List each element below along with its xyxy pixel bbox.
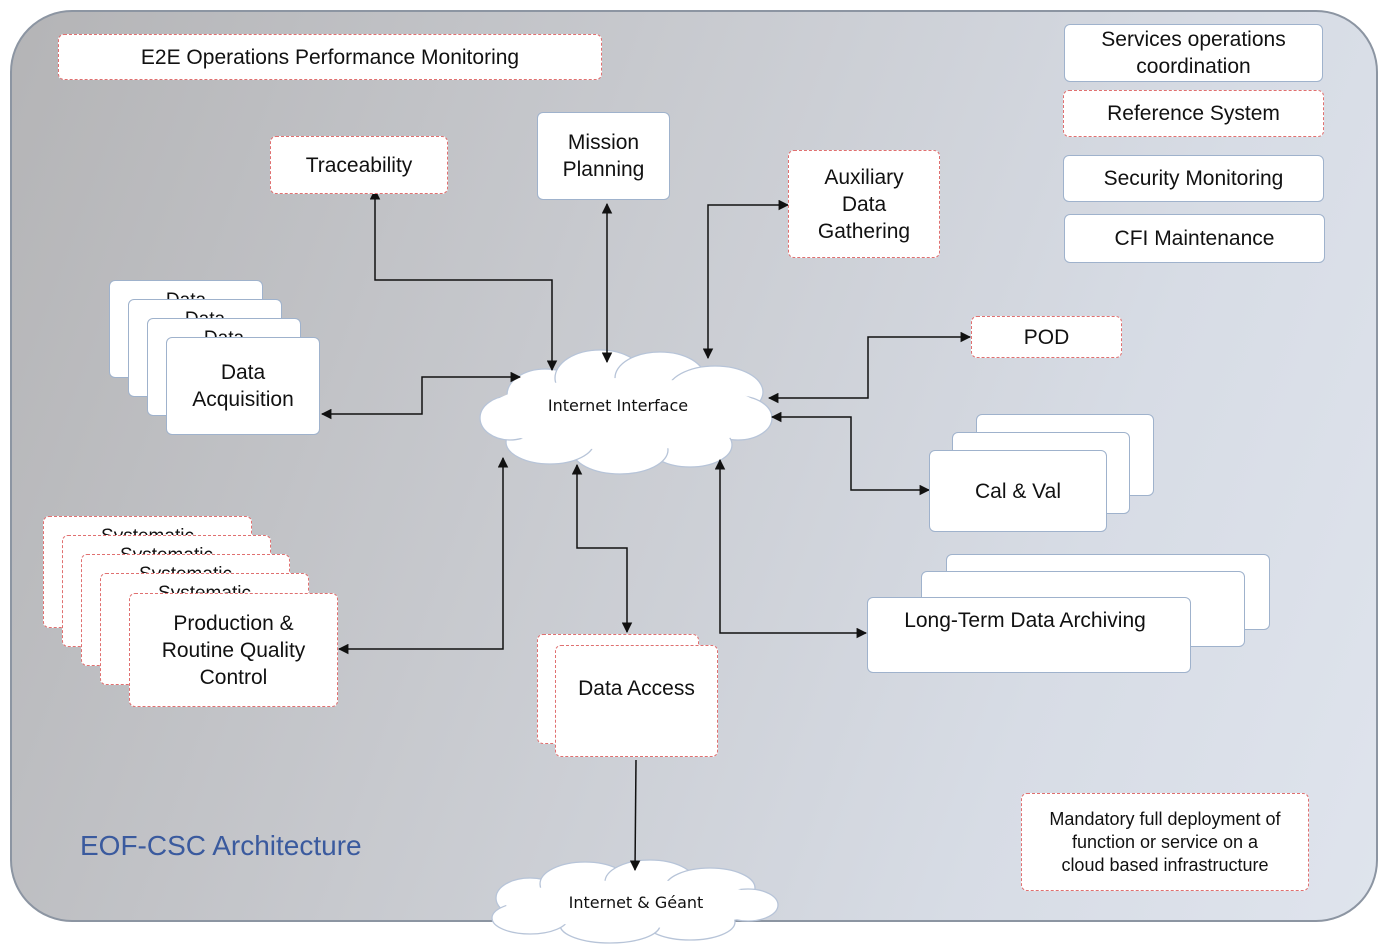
data-access-label: Data Access — [578, 677, 695, 700]
cal-val-box: Cal & Val — [929, 450, 1107, 532]
mission-planning-box: Mission Planning — [537, 112, 670, 200]
security-monitoring-box: Security Monitoring — [1063, 155, 1324, 202]
link-pod — [767, 331, 972, 404]
long-term-archiving-label: Long-Term Data Archiving — [904, 609, 1146, 632]
reference-system-box: Reference System — [1063, 90, 1324, 137]
link-cal-val — [770, 411, 931, 496]
data-acquisition-box: Data Acquisition — [166, 337, 320, 435]
cfi-maintenance-box: CFI Maintenance — [1064, 214, 1325, 263]
internet-interface-label: Internet Interface — [547, 396, 689, 415]
internet-geant-label: Internet & Géant — [568, 893, 704, 912]
link-data-acquisition — [320, 371, 522, 420]
e2e-monitoring-box: E2E Operations Performance Monitoring — [58, 34, 602, 80]
production-box: Production & Routine Quality Control — [129, 593, 338, 707]
link-long-term — [714, 458, 868, 639]
pod-box: POD — [971, 316, 1122, 358]
data-access-box: Data Access — [555, 645, 718, 757]
link-production — [337, 456, 509, 655]
long-term-archiving-box: Long-Term Data Archiving — [867, 597, 1191, 673]
services-operations-box: Services operations coordination — [1064, 24, 1323, 82]
link-auxiliary — [702, 199, 790, 360]
link-traceability — [369, 188, 558, 372]
mandatory-deployment-note: Mandatory full deployment of function or… — [1021, 793, 1309, 891]
link-data-access — [571, 463, 633, 634]
traceability-box: Traceability — [270, 136, 448, 194]
link-internet-geant — [629, 759, 641, 872]
architecture-label: EOF-CSC Architecture — [80, 830, 362, 861]
auxiliary-data-gathering-box: Auxiliary Data Gathering — [788, 150, 940, 258]
